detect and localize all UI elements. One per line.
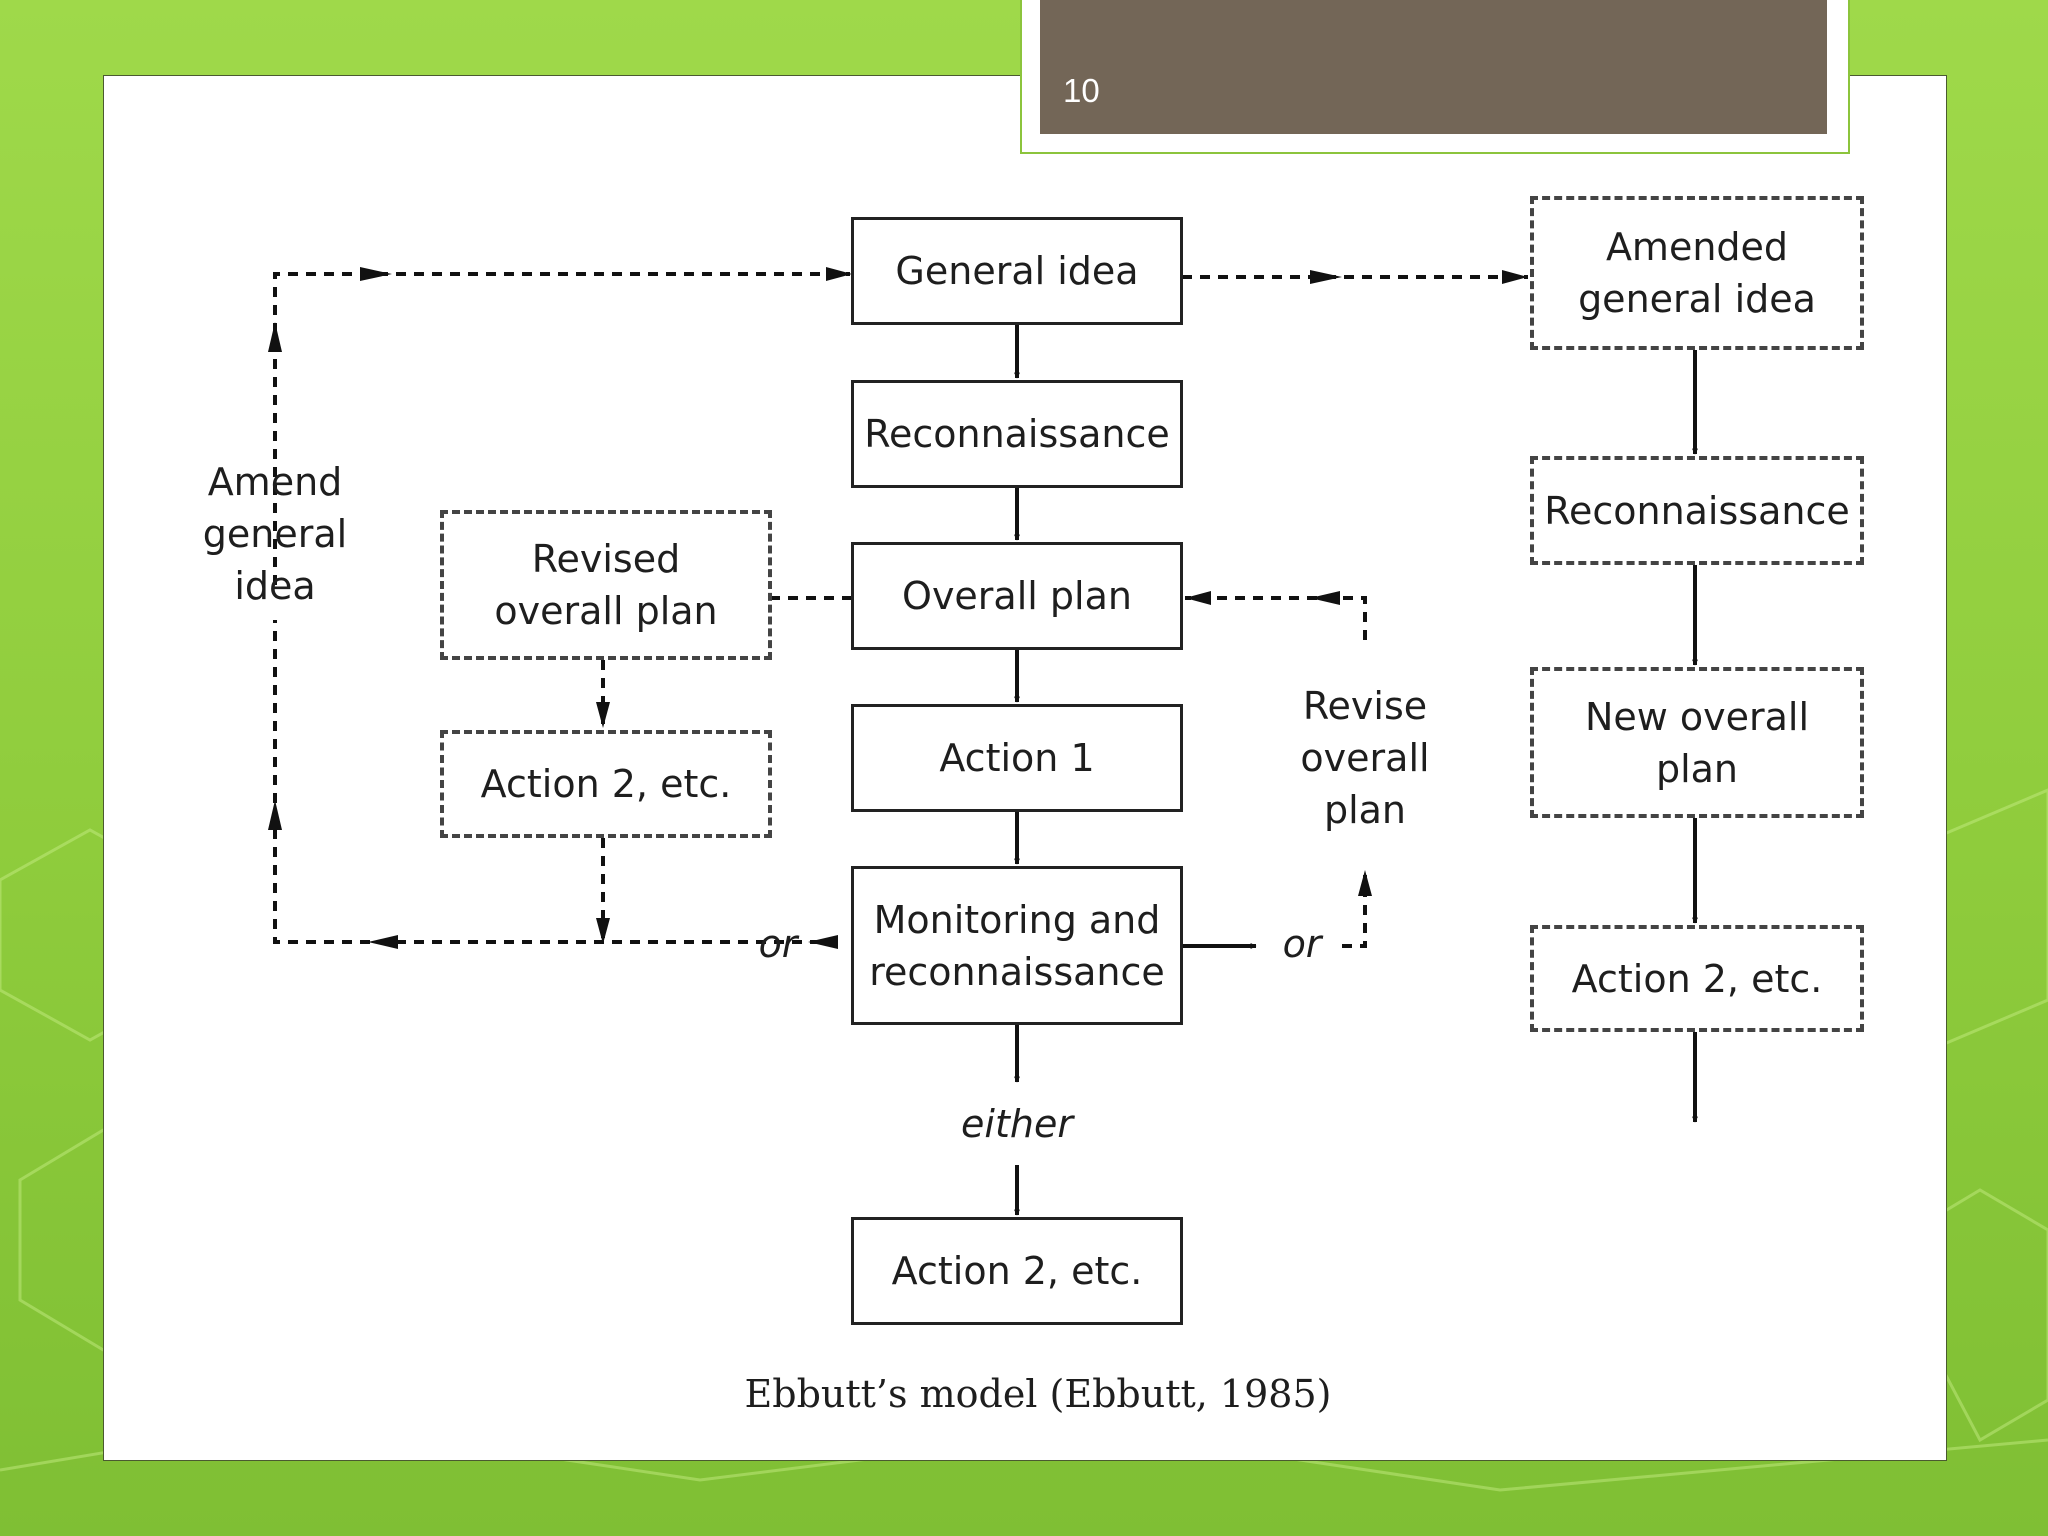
label-either: either (961, 1102, 1073, 1146)
node-overall-plan: Overall plan (851, 542, 1183, 650)
node-new-overall-plan: New overall plan (1530, 667, 1864, 818)
node-revised-overall-plan: Revised overall plan (440, 510, 772, 660)
path-amend-lower (273, 620, 838, 944)
diagram-caption: Ebbutt’s model (Ebbutt, 1985) (744, 1372, 1332, 1416)
path-amend-upper (273, 272, 850, 585)
node-amended-general-idea: Amended general idea (1530, 196, 1864, 350)
label-or-right: or (1282, 922, 1322, 966)
label-amend-general-idea: Amend general idea (202, 460, 348, 608)
node-action-2-right: Action 2, etc. (1530, 925, 1864, 1032)
node-monitoring-and-reconnaissance: Monitoring and reconnaissance (851, 866, 1183, 1025)
path-or-right-up (1342, 875, 1367, 948)
node-general-idea: General idea (851, 217, 1183, 325)
path-revise-to-plan (1185, 596, 1367, 640)
slide-number: 10 (1063, 72, 1100, 109)
label-or-left: or (758, 922, 798, 966)
label-revise-overall-plan: Revise overall plan (1300, 684, 1430, 832)
slide-number-box (1040, 0, 1827, 134)
node-reconnaissance-right: Reconnaissance (1530, 456, 1864, 565)
node-action-2-left: Action 2, etc. (440, 730, 772, 838)
node-action-1: Action 1 (851, 704, 1183, 812)
node-action-2-bottom: Action 2, etc. (851, 1217, 1183, 1325)
node-reconnaissance: Reconnaissance (851, 380, 1183, 488)
